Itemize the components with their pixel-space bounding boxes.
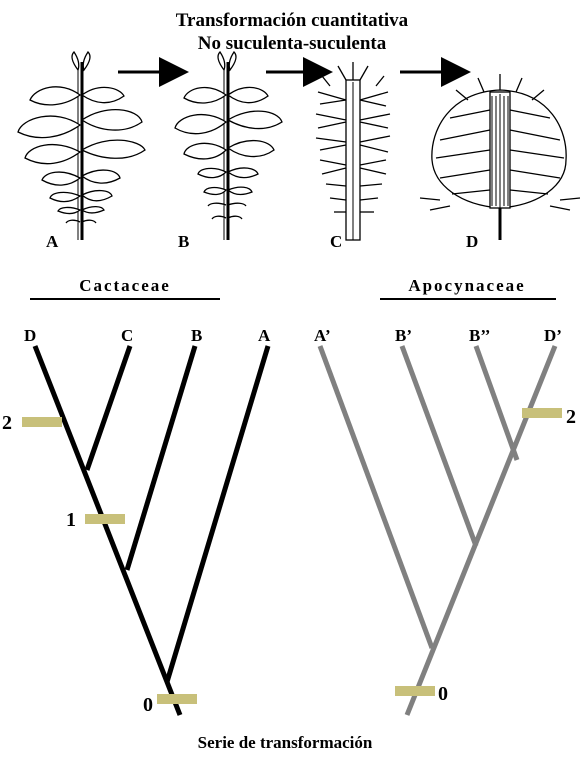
- cactaceae-tip-c: C: [121, 326, 133, 345]
- title-line-2: No suculenta-suculenta: [198, 33, 387, 54]
- stage-label-d: D: [466, 232, 478, 251]
- apocynaceae-tip-b: B’: [395, 326, 412, 345]
- cactaceae-mark-1-label: 1: [66, 509, 76, 531]
- cactaceae-mark-2: [22, 417, 62, 427]
- cactaceae-title: Cactaceae: [79, 276, 171, 295]
- cactaceae-mark-0: [157, 694, 197, 704]
- cactaceae-branch-c: [87, 346, 130, 470]
- stage-label-c: C: [330, 232, 342, 251]
- cactaceae-mark-0-label: 0: [143, 694, 153, 716]
- stage-label-a: A: [46, 232, 59, 251]
- cactaceae-tip-a: A: [258, 326, 271, 345]
- stage-label-b: B: [178, 232, 189, 251]
- apocynaceae-branch-b2: [476, 346, 517, 460]
- cactaceae-tip-b: B: [191, 326, 202, 345]
- caption: Serie de transformación: [198, 733, 373, 752]
- plant-d-illustration: [420, 74, 580, 240]
- apocynaceae-mark-0-label: 0: [438, 683, 448, 705]
- apocynaceae-mark-2: [522, 408, 562, 418]
- apocynaceae-branch-a: [320, 346, 432, 648]
- plant-b-illustration: [175, 52, 282, 240]
- plant-c-illustration: [316, 62, 390, 240]
- apocynaceae-title: Apocynaceae: [408, 276, 525, 295]
- apocynaceae-tip-a: A’: [314, 326, 331, 345]
- apocynaceae-branches: [320, 346, 555, 715]
- cactaceae-mark-1: [85, 514, 125, 524]
- apocynaceae-mark-2-label: 2: [566, 406, 576, 428]
- cactaceae-group: Cactaceae D C B A 2 1 0: [2, 276, 271, 716]
- apocynaceae-branch-d: [407, 346, 555, 715]
- cactaceae-branch-b: [127, 346, 195, 570]
- apocynaceae-tip-d: D’: [544, 326, 562, 345]
- title-line-1: Transformación cuantitativa: [176, 10, 409, 31]
- apocynaceae-branch-b: [402, 346, 476, 546]
- apocynaceae-group: Apocynaceae A’ B’ B’’ D’ 2 0: [314, 276, 576, 715]
- cactaceae-branch-d: [35, 346, 180, 715]
- plant-a-illustration: [18, 52, 145, 240]
- apocynaceae-mark-0: [395, 686, 435, 696]
- apocynaceae-tip-b2: B’’: [469, 326, 490, 345]
- cactaceae-tip-d: D: [24, 326, 36, 345]
- cactaceae-mark-2-label: 2: [2, 412, 12, 434]
